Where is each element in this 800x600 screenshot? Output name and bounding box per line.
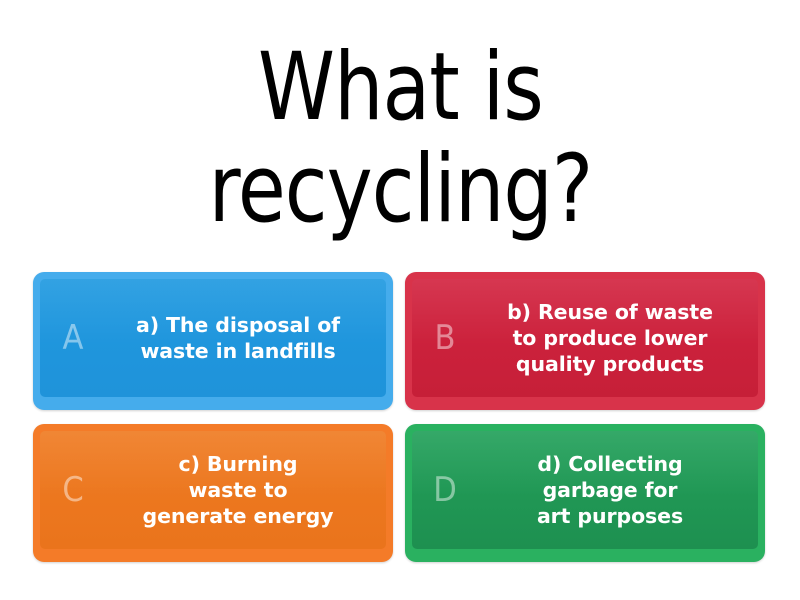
answer-option-d-face: D d) Collecting garbage for art purposes: [412, 431, 758, 549]
answer-text-b: b) Reuse of waste to produce lower quali…: [507, 299, 713, 377]
answer-text-a: a) The disposal of waste in landfills: [135, 312, 341, 363]
answer-letter-a: A: [62, 318, 84, 358]
answer-option-a[interactable]: A a) The disposal of waste in landfills: [33, 272, 393, 410]
answer-option-c[interactable]: C c) Burning waste to generate energy: [33, 424, 393, 562]
answer-option-a-face: A a) The disposal of waste in landfills: [40, 279, 386, 397]
answer-text-d: d) Collecting garbage for art purposes: [536, 451, 684, 529]
answer-option-b-face: B b) Reuse of waste to produce lower qua…: [412, 279, 758, 397]
answer-option-d[interactable]: D d) Collecting garbage for art purposes: [405, 424, 765, 562]
answer-letter-c: C: [62, 470, 84, 510]
answers-grid: A a) The disposal of waste in landfills …: [0, 272, 800, 600]
answer-letter-b: B: [434, 318, 456, 358]
answer-option-b[interactable]: B b) Reuse of waste to produce lower qua…: [405, 272, 765, 410]
question-text: What is recycling?: [208, 33, 593, 244]
answer-option-c-face: C c) Burning waste to generate energy: [40, 431, 386, 549]
answer-text-c: c) Burning waste to generate energy: [142, 451, 334, 529]
question-area: What is recycling?: [0, 0, 800, 272]
answer-letter-d: D: [433, 470, 457, 510]
